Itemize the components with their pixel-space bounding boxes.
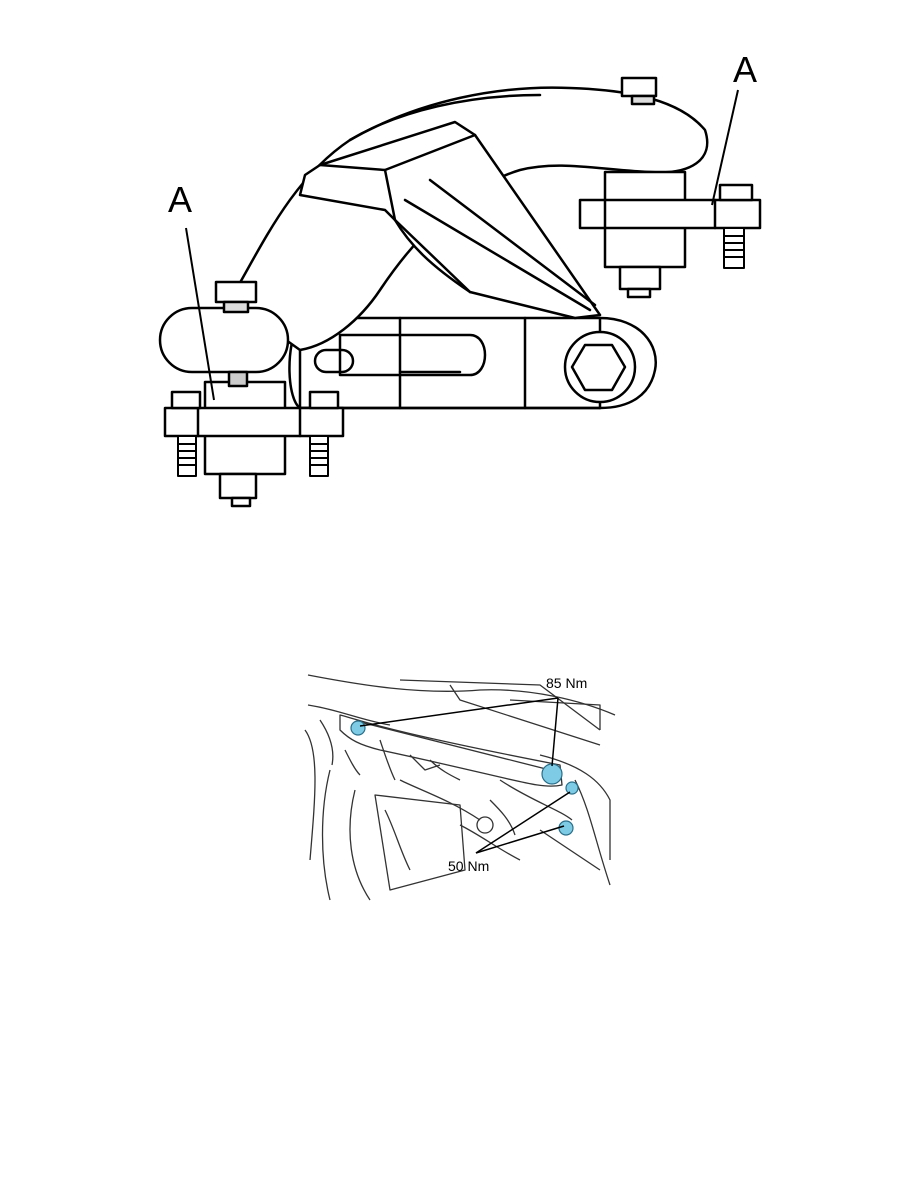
left-bracket-plate: [163, 406, 345, 438]
lower-link: [288, 316, 657, 410]
link-slot-left: [313, 348, 355, 374]
control-arm-drawing: A A: [158, 49, 762, 508]
bolt-85-right: [541, 763, 563, 785]
torque-lower-label: 50 Nm: [448, 858, 489, 874]
installed-arm-torque-diagram: 85 Nm 50 Nm: [300, 660, 620, 910]
callout-left-leader: [185, 227, 215, 401]
callout-left: A: [168, 179, 192, 220]
left-bushing-eye: [158, 306, 290, 374]
control-arm-diagram: A A: [0, 0, 918, 560]
torque-bolts: [350, 720, 579, 836]
pivot-bolt-head: [570, 343, 627, 392]
torque-upper-label: 85 Nm: [546, 675, 587, 691]
bolt-85-left: [350, 720, 366, 736]
bolt-50-upper: [565, 781, 579, 795]
installed-arm: [339, 714, 563, 787]
right-bracket-plate: [578, 198, 762, 230]
callout-right: A: [733, 49, 757, 90]
installed-arm-drawing: 85 Nm 50 Nm: [300, 660, 620, 910]
left-stud-threads: [177, 435, 329, 477]
link-slot-window: [338, 333, 487, 377]
callout-right-leader: [711, 89, 739, 206]
bolt-50-lower: [558, 820, 574, 836]
